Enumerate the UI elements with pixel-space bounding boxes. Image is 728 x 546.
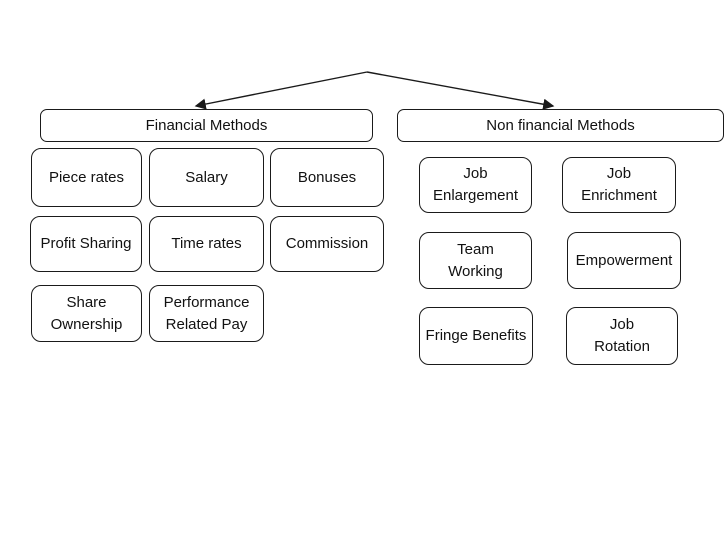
performance-related-pay-box: Performance Related Pay xyxy=(149,285,264,342)
job-rotation-box: Job Rotation xyxy=(566,307,678,365)
share-ownership-box: Share Ownership xyxy=(31,285,142,342)
bonuses-box: Bonuses xyxy=(270,148,384,207)
connector-to-non-financial xyxy=(366,71,555,110)
fringe-benefits-box: Fringe Benefits xyxy=(419,307,533,365)
non-financial-methods-header: Non financial Methods xyxy=(397,109,724,142)
commission-box: Commission xyxy=(270,216,384,272)
job-enrichment-box: Job Enrichment xyxy=(562,157,676,213)
profit-sharing-box: Profit Sharing xyxy=(30,216,142,272)
financial-methods-header: Financial Methods xyxy=(40,109,373,142)
time-rates-box: Time rates xyxy=(149,216,264,272)
team-working-box: Team Working xyxy=(419,232,532,289)
job-enlargement-box: Job Enlargement xyxy=(419,157,532,213)
connector-to-financial xyxy=(194,71,368,110)
empowerment-box: Empowerment xyxy=(567,232,681,289)
salary-box: Salary xyxy=(149,148,264,207)
piece-rates-box: Piece rates xyxy=(31,148,142,207)
